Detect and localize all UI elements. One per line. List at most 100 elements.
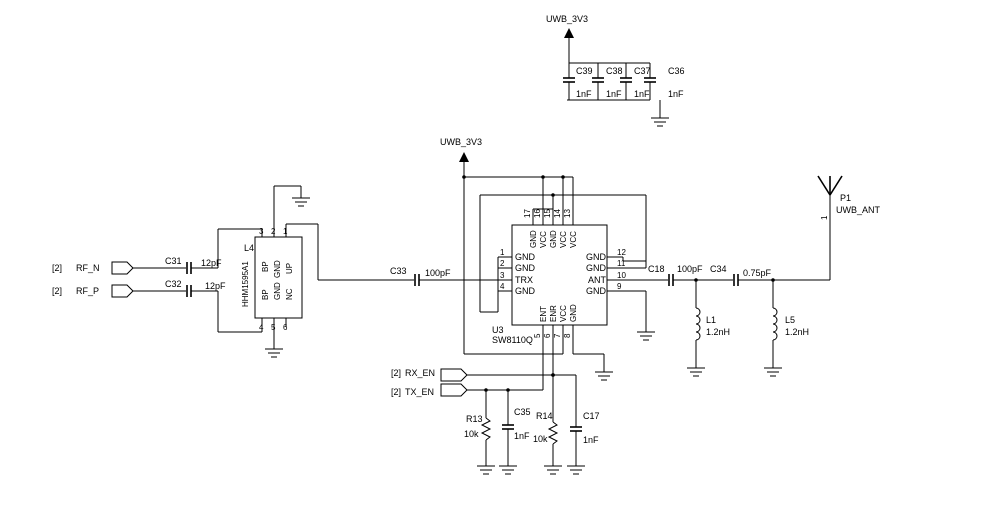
r14-value: 10k	[533, 434, 548, 444]
ic-part: SW8110Q	[492, 335, 533, 345]
ground-symbol	[567, 465, 585, 475]
decoupling-group: UWB_3V3 C39 C38	[546, 14, 685, 127]
cap-c33: C33 100pF	[390, 266, 451, 286]
balun-pin-4: 4	[259, 323, 264, 332]
balun-pin-3: 3	[259, 227, 264, 236]
ic-top-name-14: VCC	[559, 231, 568, 248]
c37-ref: C37	[634, 66, 651, 76]
r14-ref: R14	[536, 411, 553, 421]
ic-right-pin-11: 11	[617, 259, 626, 268]
l1-ref: L1	[706, 315, 716, 325]
cap-c38	[592, 63, 604, 100]
c38-ref: C38	[606, 66, 623, 76]
c31-ref: C31	[165, 256, 182, 266]
cap-c39	[563, 63, 575, 100]
ic-right-pin-12: 12	[617, 248, 626, 257]
port-rf-p[interactable]: [2] RF_P	[52, 284, 134, 298]
resistor-r13: R13 10k	[464, 390, 492, 466]
balun-l4: L4 HHM1595A1 3 2 1 4 5 6 BP GND BP GND N…	[241, 227, 303, 345]
ground-symbol	[292, 197, 310, 207]
c37-value: 1nF	[634, 89, 650, 99]
antenna-name: UWB_ANT	[836, 205, 881, 215]
ground-symbol	[687, 367, 705, 377]
ic-body	[511, 224, 608, 326]
balun-pin-name-6: UP	[285, 263, 294, 274]
ground-symbol	[477, 465, 495, 475]
c39-ref: C39	[576, 66, 593, 76]
balun-pin-6: 6	[283, 323, 288, 332]
power-arrow-mid	[459, 152, 469, 162]
cap-c35: C35 1nF	[502, 390, 531, 466]
ground-symbol	[764, 367, 782, 377]
balun-ref: L4	[244, 243, 254, 253]
port-tx-en[interactable]: [2] TX_EN	[391, 383, 468, 397]
balun-pin-1: 1	[283, 227, 288, 236]
balun-pin-name-1: BP	[261, 261, 270, 272]
rf-n-name: RF_N	[76, 263, 100, 273]
rf-p-name: RF_P	[76, 286, 99, 296]
ic-top-name-16: VCC	[539, 231, 548, 248]
cap-c31: C31 12pF	[165, 256, 222, 274]
c17-ref: C17	[583, 411, 600, 421]
ground-symbol	[265, 348, 283, 358]
ic-bottom-name-8: GND	[569, 304, 578, 322]
r13-ref: R13	[466, 414, 483, 424]
ic-top-name-13: VCC	[569, 231, 578, 248]
ic-right-pin-10: 10	[617, 271, 626, 280]
ic-bottom-pin-6: 6	[543, 333, 552, 338]
inductor-l1: L1 1.2nH	[695, 280, 730, 368]
tx-en-sheet: [2]	[391, 387, 401, 397]
balun-body	[254, 236, 303, 319]
balun-pin-name-3: BP	[261, 289, 270, 300]
ic-top-pin-16: 16	[533, 209, 542, 218]
ic-bottom-pin-8: 8	[563, 333, 572, 338]
ic-left-name-2: GND	[515, 263, 536, 273]
ic-u3: U3 SW8110Q 1 2 3 4 GND GND TRX GND 12 11…	[492, 175, 668, 390]
antenna-p1: P1 UWB_ANT 1	[817, 175, 881, 280]
balun-pin-name-5: NC	[285, 288, 294, 300]
ic-top-name-17: GND	[529, 230, 538, 248]
ic-left-pin-3: 3	[500, 271, 505, 280]
ic-right-name-11: GND	[586, 263, 607, 273]
ic-top-pin-13: 13	[563, 209, 572, 218]
c31-value: 12pF	[201, 258, 222, 268]
ic-left-name-4: GND	[515, 286, 536, 296]
power-arrow-top	[564, 28, 574, 38]
rf-n-sheet: [2]	[52, 263, 62, 273]
ic-top-pin-14: 14	[553, 209, 562, 218]
l5-ref: L5	[785, 315, 795, 325]
resistor-r14: R14 10k	[533, 375, 559, 466]
ground-symbol	[651, 117, 669, 127]
c34-value: 0.75pF	[743, 268, 772, 278]
cap-c34: C34 0.75pF	[710, 264, 772, 286]
port-rx-en[interactable]: [2] RX_EN	[391, 368, 468, 382]
cap-c32: C32 12pF	[165, 279, 226, 297]
port-rf-n[interactable]: [2] RF_N	[52, 261, 134, 275]
port-flag-rf-n	[111, 261, 134, 275]
port-flag-rf-p	[111, 284, 134, 298]
ic-bottom-pin-7: 7	[553, 333, 562, 338]
tx-en-name: TX_EN	[405, 387, 434, 397]
c33-value: 100pF	[425, 268, 451, 278]
ic-left-name-1: GND	[515, 252, 536, 262]
rx-en-sheet: [2]	[391, 368, 401, 378]
rx-en-name: RX_EN	[405, 368, 435, 378]
ic-bottom-name-5: ENT	[539, 306, 548, 322]
inductor-l5: L5 1.2nH	[772, 280, 809, 368]
rf-p-sheet: [2]	[52, 286, 62, 296]
power-label-top: UWB_3V3	[546, 14, 588, 24]
ic-right-name-12: GND	[586, 252, 607, 262]
l5-value: 1.2nH	[785, 327, 809, 337]
ic-bottom-pin-5: 5	[533, 333, 542, 338]
ic-top-pin-17: 17	[523, 209, 532, 218]
ic-bottom-name-7: VCC	[559, 305, 568, 322]
ic-top-pin-15: 15	[543, 209, 552, 218]
c35-ref: C35	[514, 407, 531, 417]
ic-left-pin-1: 1	[500, 248, 505, 257]
ic-ref: U3	[492, 325, 504, 335]
ground-symbol	[499, 465, 517, 475]
ic-left-pin-2: 2	[500, 259, 505, 268]
cap-c18: C18 100pF	[648, 264, 703, 286]
balun-pin-name-2: GND	[273, 260, 282, 278]
